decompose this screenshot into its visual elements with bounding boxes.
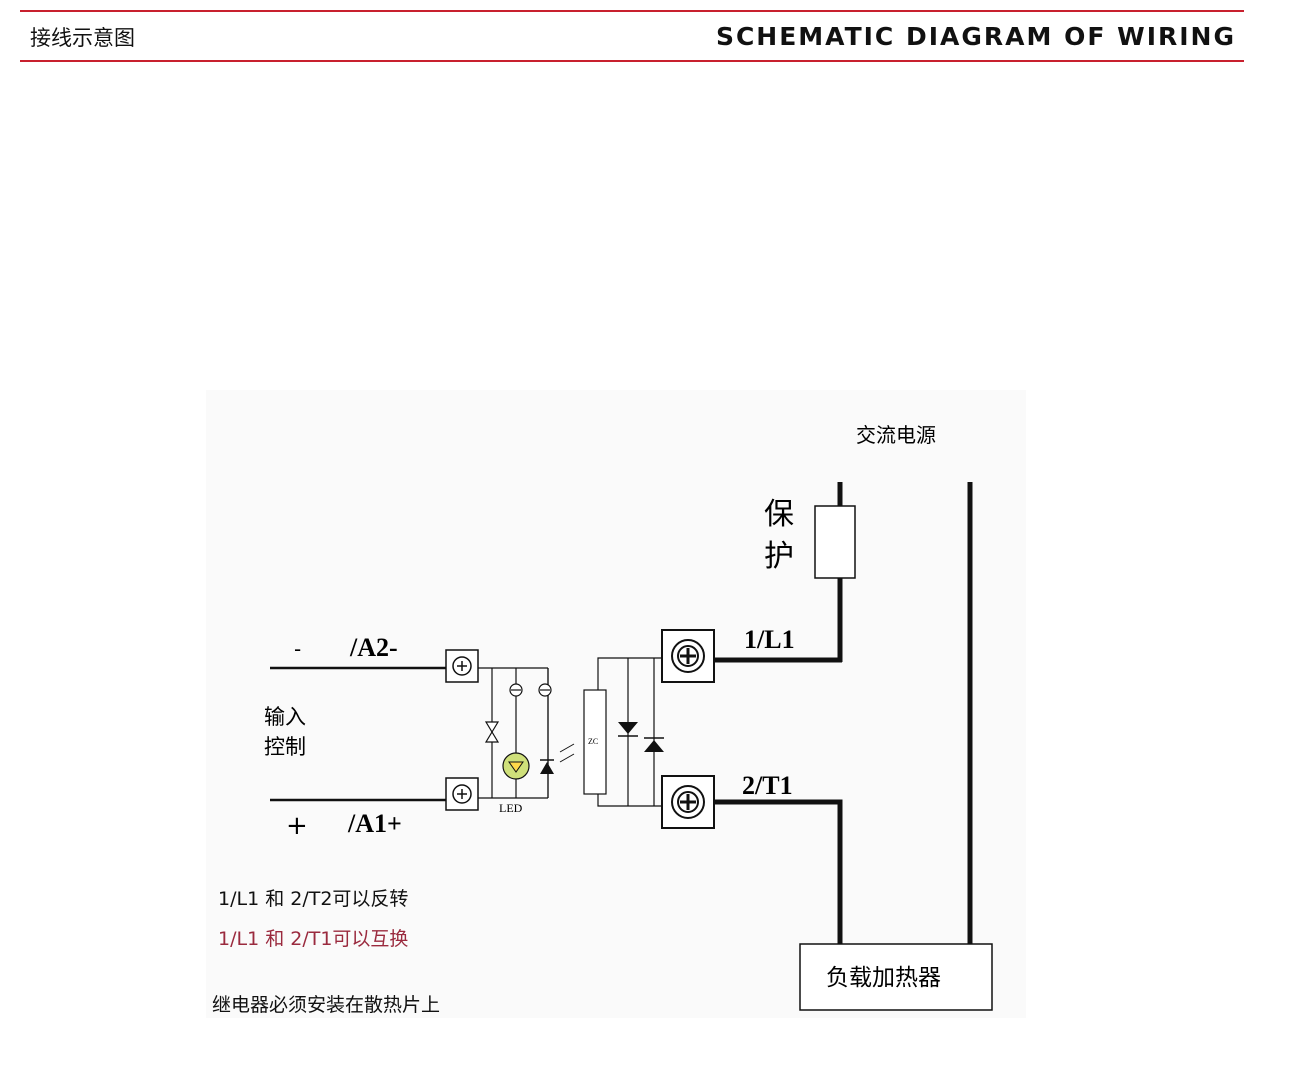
terminal-l1-label: 1/L1 (744, 625, 795, 654)
input-label-2: 控制 (264, 735, 306, 759)
header-title-cn: 接线示意图 (30, 26, 135, 50)
load-box (799, 943, 993, 1011)
header-bottom-rule (20, 60, 1244, 62)
zener-diode-icon (484, 721, 500, 743)
emitter-diode-icon (540, 743, 575, 774)
terminal-a1-icon (445, 777, 479, 811)
terminal-l1-icon (661, 629, 715, 683)
header-top-rule (20, 10, 1244, 12)
minus-sign: - (294, 637, 301, 661)
ac-power-label: 交流电源 (856, 423, 936, 447)
terminal-a1-label: /A1+ (347, 809, 402, 838)
wire-t1 (712, 799, 843, 944)
fuse-symbol (814, 505, 856, 579)
input-label-1: 输入 (264, 705, 306, 729)
protection-label-1: 保 (764, 497, 794, 532)
terminal-t1-label: 2/T1 (742, 771, 793, 800)
led-label: LED (499, 801, 523, 815)
protection-label-2: 护 (764, 539, 794, 574)
diagram-panel (206, 390, 1026, 1018)
led-icon (502, 752, 530, 780)
terminal-a2-label: /A2- (349, 633, 398, 662)
note-reversible: 1/L1 和 2/T2可以反转 (218, 888, 409, 910)
terminal-a2-icon (445, 649, 479, 683)
zc-box (583, 689, 607, 795)
note-heatsink: 继电器必须安装在散热片上 (212, 994, 441, 1016)
header-title-en: SCHEMATIC DIAGRAM OF WIRING (715, 22, 1236, 51)
thyristor-icon (618, 722, 664, 752)
plus-sign: + (286, 811, 308, 841)
note-interchangeable: 1/L1 和 2/T1可以互换 (218, 928, 409, 950)
output-circuit (597, 657, 662, 807)
zc-label: ZC (588, 737, 598, 746)
load-label: 负载加热器 (826, 965, 941, 991)
terminal-t1-icon (661, 775, 715, 829)
